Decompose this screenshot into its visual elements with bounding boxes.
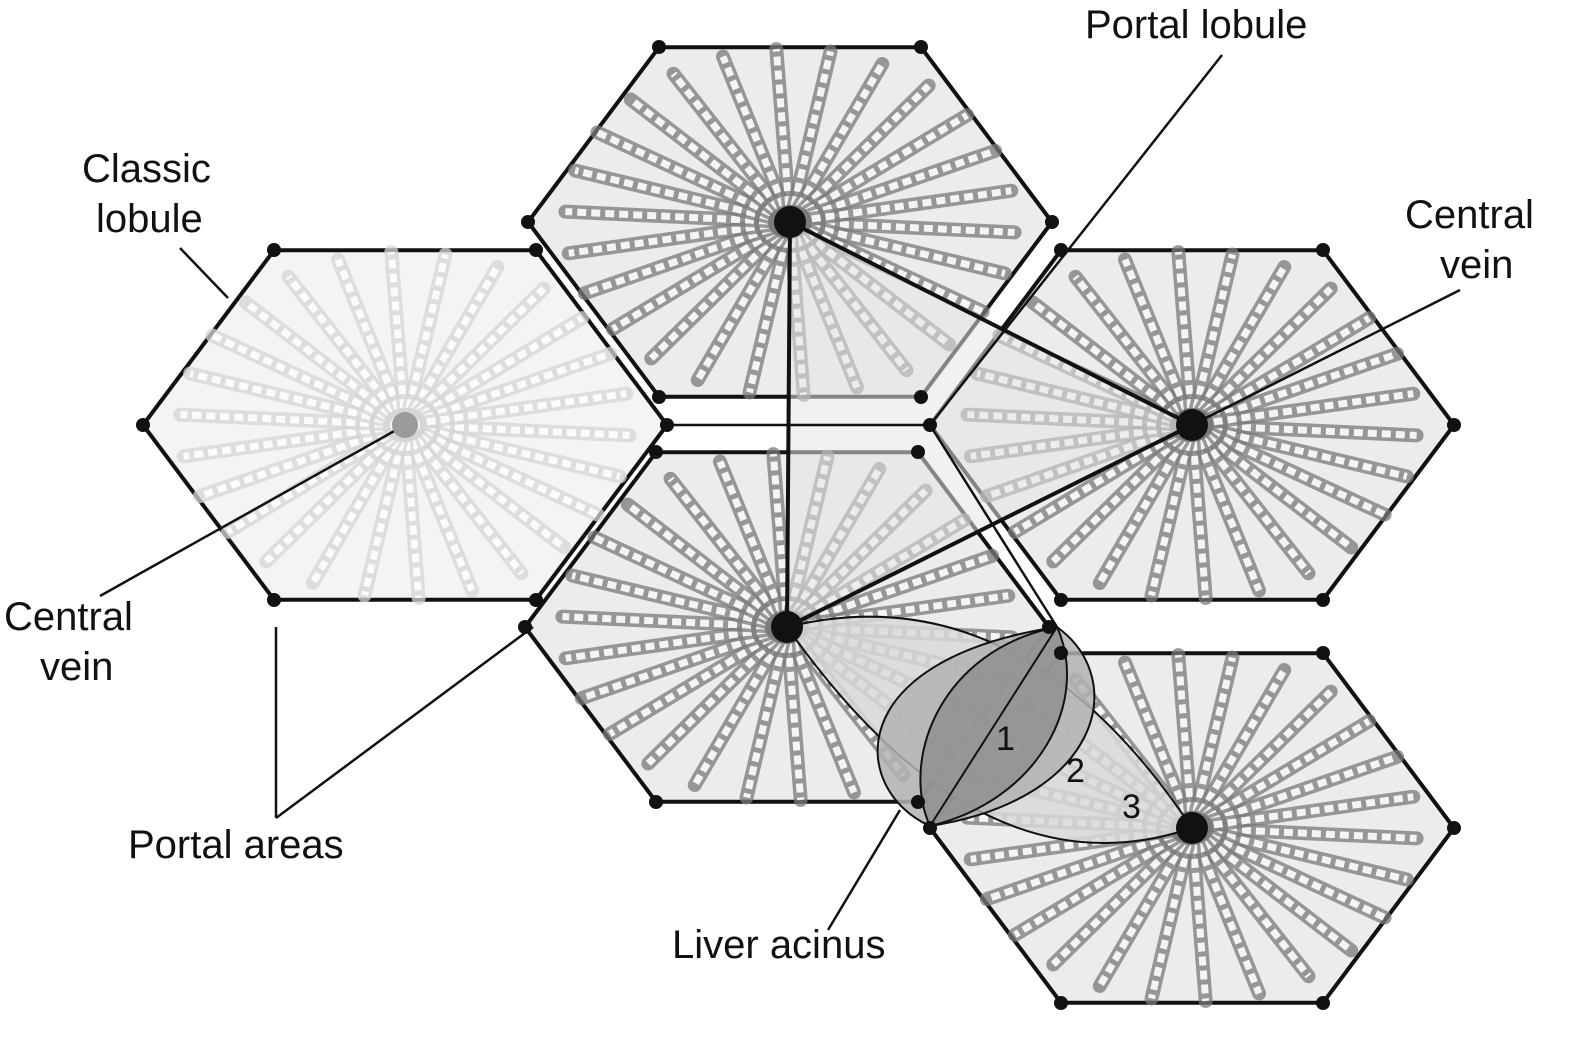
portal-area-dot bbox=[914, 390, 928, 404]
classic-lobule-label-line2: lobule bbox=[96, 197, 203, 241]
central-vein-left-label-line2: vein bbox=[40, 645, 113, 689]
portal-area-dot bbox=[1447, 418, 1461, 432]
zone-2-label: 2 bbox=[1066, 752, 1085, 790]
portal-area-dot bbox=[1042, 620, 1056, 634]
zone-1-label: 1 bbox=[996, 720, 1015, 758]
portal-area-dot bbox=[267, 243, 281, 257]
classic-lobule-label-line1: Classic bbox=[82, 147, 211, 191]
portal-area-dot bbox=[660, 418, 674, 432]
central-vein-dot bbox=[392, 412, 418, 438]
portal-area-dot bbox=[1316, 646, 1330, 660]
central-vein-right-label-line2: vein bbox=[1440, 243, 1513, 287]
portal-lobule-label: Portal lobule bbox=[1085, 3, 1307, 47]
central-vein-dot bbox=[1176, 812, 1208, 844]
portal-area-dot bbox=[1054, 243, 1068, 257]
portal-area-dot bbox=[923, 821, 937, 835]
portal-area-dot bbox=[1316, 243, 1330, 257]
portal-area-dot bbox=[1054, 593, 1068, 607]
central-vein-dot bbox=[1176, 409, 1208, 441]
portal-area-dot bbox=[521, 215, 535, 229]
portal-area-dot bbox=[652, 40, 666, 54]
portal-area-dot bbox=[136, 418, 150, 432]
central-vein-dot bbox=[774, 206, 806, 238]
portal-area-dot bbox=[529, 243, 543, 257]
portal-area-dot bbox=[1054, 996, 1068, 1010]
central-vein-right-label-line1: Central bbox=[1405, 193, 1534, 237]
portal-area-dot bbox=[1316, 593, 1330, 607]
portal-area-dot bbox=[911, 445, 925, 459]
portal-area-dot bbox=[518, 620, 532, 634]
zone-3-label: 3 bbox=[1122, 788, 1141, 826]
leader-portal-areas-2 bbox=[276, 627, 533, 818]
portal-area-dot bbox=[911, 795, 925, 809]
portal-areas-label: Portal areas bbox=[128, 823, 344, 867]
portal-area-dot bbox=[1054, 646, 1068, 660]
leader-classic-lobule bbox=[180, 248, 228, 298]
central-vein-left-label-line1: Central bbox=[4, 595, 133, 639]
portal-area-dot bbox=[267, 593, 281, 607]
liver-acinus-label: Liver acinus bbox=[672, 923, 885, 967]
portal-area-dot bbox=[652, 390, 666, 404]
portal-area-dot bbox=[914, 40, 928, 54]
portal-area-dot bbox=[649, 795, 663, 809]
central-vein-dot bbox=[771, 611, 803, 643]
portal-area-dot bbox=[1316, 996, 1330, 1010]
portal-area-dot bbox=[1447, 821, 1461, 835]
portal-area-dot bbox=[529, 593, 543, 607]
portal-area-dot bbox=[923, 418, 937, 432]
leader-liver-acinus bbox=[828, 810, 900, 930]
portal-area-dot bbox=[1045, 215, 1059, 229]
portal-area-dot bbox=[649, 445, 663, 459]
